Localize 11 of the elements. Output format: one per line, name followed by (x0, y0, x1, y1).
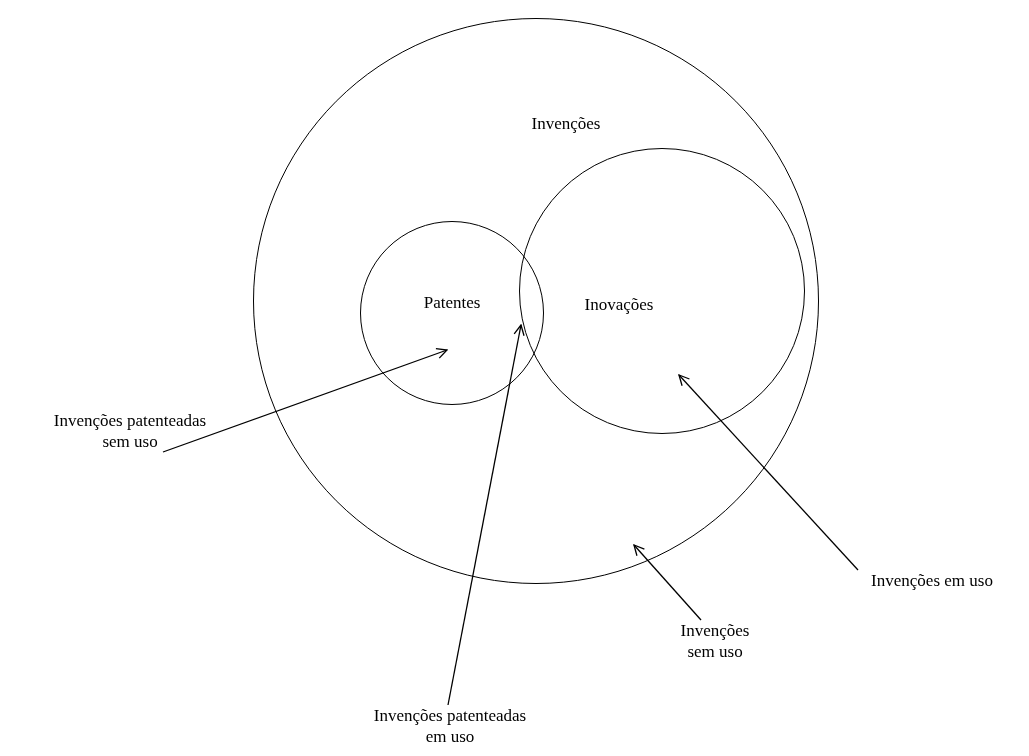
callout-label: Invenções patenteadas sem uso (52, 410, 208, 452)
callout-label: Invenções sem uso (679, 620, 751, 662)
callout-label: Invenções em uso (870, 570, 994, 591)
leader-arrow (678, 374, 859, 571)
set-label: Invenções (531, 112, 601, 134)
set-label: Inovações (584, 293, 654, 315)
callout-label: Invenções patenteadas em uso (372, 705, 528, 747)
leader-arrow (162, 348, 448, 453)
leader-arrow (447, 324, 525, 706)
set-label: Patentes (423, 291, 481, 313)
leader-arrow (633, 544, 702, 621)
